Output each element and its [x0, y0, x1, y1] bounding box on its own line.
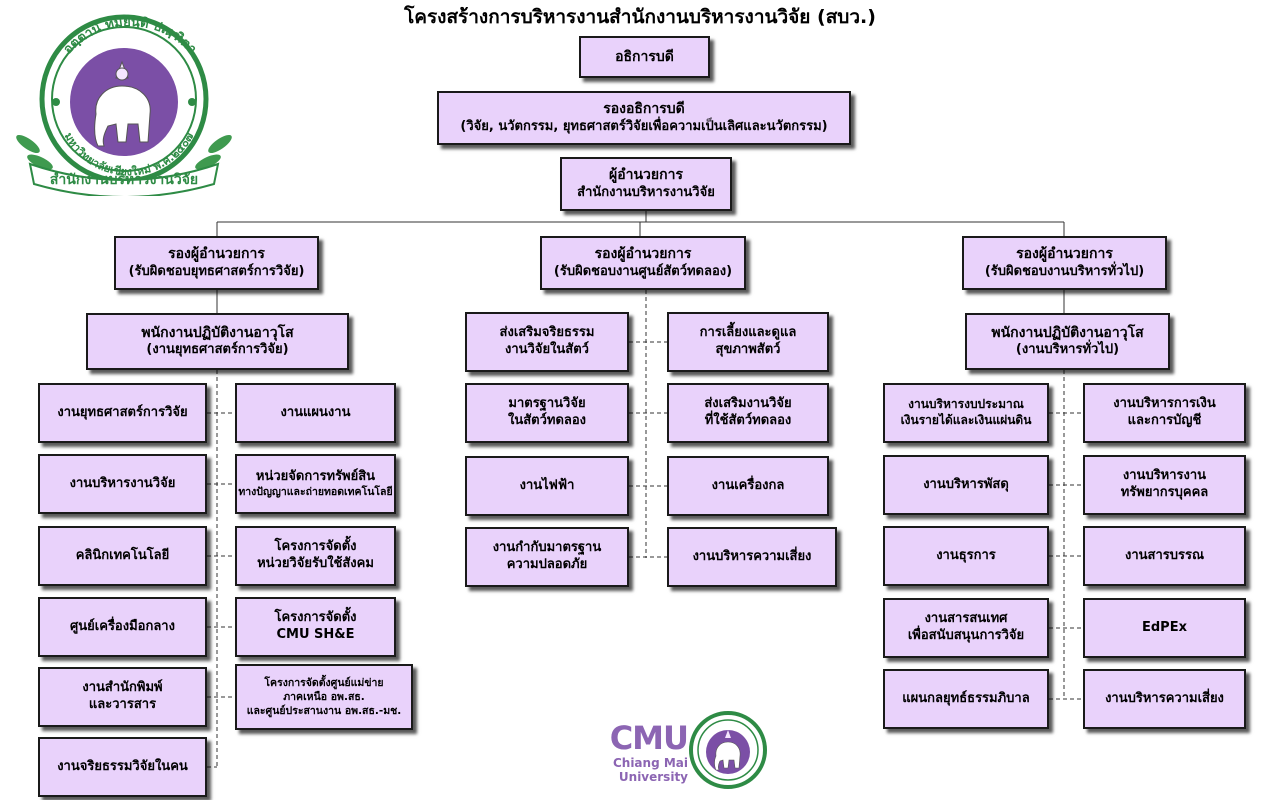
unit-line: ทางปัญญาและถ่ายทอดเทคโนโลยี [238, 485, 393, 498]
cmu-seal-icon [688, 710, 768, 790]
senior-staff-title: พนักงานปฏิบัติงานอาวุโส [141, 324, 294, 341]
unit-box: มาตรฐานวิจัย ในสัตว์ทดลอง [465, 383, 629, 443]
logo-office-text: สำนักงานบริหารงานวิจัย [50, 172, 198, 188]
unit-box: งานสารสนเทศ เพื่อสนับสนุนการวิจัย [883, 598, 1049, 658]
unit-box: งานบริหารการเงิน และการบัญชี [1083, 383, 1246, 443]
deputy-subtitle: (รับผิดชอบงานศูนย์สัตว์ทดลอง) [553, 263, 733, 279]
unit-box: โครงการจัดตั้ง หน่วยวิจัยรับใช้สังคม [235, 526, 396, 586]
unit-box: งานบริหารงาน ทรัพยากรบุคคล [1083, 455, 1246, 515]
unit-box: งานเครื่องกล [667, 456, 829, 516]
deputy-title: รองผู้อำนวยการ [1016, 246, 1113, 263]
president-box: อธิการบดี [579, 36, 710, 78]
unit-box: งานบริหารความเสี่ยง [1083, 669, 1246, 729]
president-label: อธิการบดี [615, 48, 674, 65]
unit-box: งานสำนักพิมพ์ และวารสาร [38, 667, 207, 727]
unit-box: งานบริหารพัสดุ [883, 455, 1049, 515]
cmu-abbr: CMU [609, 719, 689, 757]
senior-staff-admin-box: พนักงานปฏิบัติงานอาวุโส (งานบริหารทั่วไป… [965, 313, 1170, 370]
unit-line: โครงการจัดตั้งศูนย์แม่ข่าย [264, 676, 384, 689]
deputy-admin-box: รองผู้อำนวยการ (รับผิดชอบงานบริหารทั่วไป… [962, 236, 1167, 290]
unit-line: ภาคเหนือ อพ.สธ. [283, 690, 365, 703]
unit-box: งานจริยธรรมวิจัยในคน [38, 737, 207, 797]
vice-president-title: รองอธิการบดี [603, 101, 685, 118]
unit-box: งานบริหารงบประมาณ เงินรายได้และเงินแผ่นด… [883, 383, 1049, 443]
unit-box: การเลี้ยงและดูแล สุขภาพสัตว์ [667, 312, 829, 372]
cmu-name: Chiang Mai University [612, 756, 688, 784]
cmu-wordmark: CMU Chiang Mai University [548, 719, 689, 784]
vice-president-subtitle: (วิจัย, นวัตกรรม, ยุทธศาสตร์วิจัยเพื่อคว… [460, 118, 828, 134]
deputy-strategy-box: รองผู้อำนวยการ (รับผิดชอบยุทธศาสตร์การวิ… [114, 236, 319, 290]
unit-box: คลินิกเทคโนโลยี [38, 526, 207, 586]
director-box: ผู้อำนวยการ สำนักงานบริหารงานวิจัย [560, 157, 732, 211]
unit-box: งานสารบรรณ [1083, 526, 1246, 586]
unit-box: งานกำกับมาตรฐาน ความปลอดภัย [465, 527, 629, 587]
unit-box: ส่งเสริมงานวิจัย ที่ใช้สัตว์ทดลอง [667, 383, 829, 443]
unit-box: งานธุรการ [883, 526, 1049, 586]
unit-box: งานไฟฟ้า [465, 456, 629, 516]
unit-box: EdPEx [1083, 598, 1246, 658]
deputy-animal-center-box: รองผู้อำนวยการ (รับผิดชอบงานศูนย์สัตว์ทด… [540, 236, 746, 290]
unit-box: โครงการจัดตั้งศูนย์แม่ข่าย ภาคเหนือ อพ.ส… [235, 664, 413, 730]
unit-box: หน่วยจัดการทรัพย์สิน ทางปัญญาและถ่ายทอดเ… [235, 454, 396, 514]
chart-title: โครงสร้างการบริหารงานสำนักงานบริหารงานวิ… [404, 6, 876, 28]
unit-box: งานบริหารความเสี่ยง [667, 527, 837, 587]
senior-staff-subtitle: (งานยุทธศาสตร์การวิจัย) [146, 342, 289, 358]
unit-box: งานบริหารงานวิจัย [38, 454, 207, 514]
director-title: ผู้อำนวยการ [609, 167, 683, 184]
director-subtitle: สำนักงานบริหารงานวิจัย [577, 184, 715, 200]
office-logo: อตฺตานํ ทมยนฺติ ปณฺฑิตา มหาวิทยาลัยเชียง… [8, 14, 240, 198]
unit-line: และศูนย์ประสานงาน อพ.สธ.-มช. [246, 705, 402, 718]
unit-box: งานแผนงาน [235, 383, 396, 443]
senior-staff-title: พนักงานปฏิบัติงานอาวุโส [991, 324, 1144, 341]
deputy-title: รองผู้อำนวยการ [168, 246, 265, 263]
unit-line: หน่วยจัดการทรัพย์สิน [255, 468, 376, 484]
deputy-subtitle: (รับผิดชอบยุทธศาสตร์การวิจัย) [128, 263, 305, 279]
deputy-subtitle: (รับผิดชอบงานบริหารทั่วไป) [984, 263, 1145, 279]
unit-box: โครงการจัดตั้ง CMU SH&E [235, 597, 396, 657]
unit-box: ส่งเสริมจริยธรรม งานวิจัยในสัตว์ [465, 312, 629, 372]
unit-box: แผนกลยุทธ์ธรรมภิบาล [883, 669, 1049, 729]
unit-box: งานยุทธศาสตร์การวิจัย [38, 383, 207, 443]
unit-box: ศูนย์เครื่องมือกลาง [38, 597, 207, 657]
vice-president-box: รองอธิการบดี (วิจัย, นวัตกรรม, ยุทธศาสตร… [437, 91, 851, 145]
senior-staff-strategy-box: พนักงานปฏิบัติงานอาวุโส (งานยุทธศาสตร์กา… [86, 313, 349, 370]
senior-staff-subtitle: (งานบริหารทั่วไป) [1015, 342, 1120, 358]
deputy-title: รองผู้อำนวยการ [594, 246, 692, 263]
